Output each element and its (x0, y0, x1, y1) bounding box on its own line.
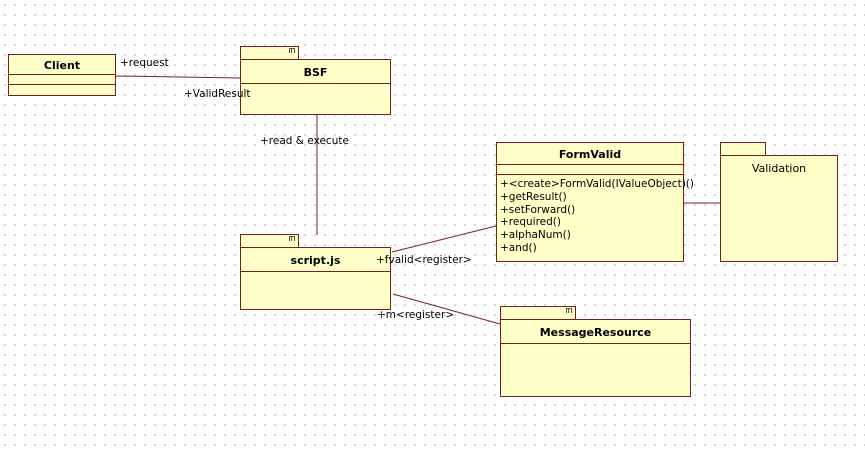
operation-alphanum: +alphaNum() (500, 229, 571, 242)
client-class-name: Client (43, 59, 81, 72)
messageresource-package-tab (500, 306, 576, 320)
role-label-validresult: +ValidResult (184, 88, 251, 100)
formvalid-class-name: FormValid (558, 148, 622, 161)
script-package-name: script.js (290, 254, 341, 267)
association-client-bsf[interactable] (115, 75, 241, 79)
operation-getresult: +getResult() (500, 190, 567, 203)
script-package-tab (240, 234, 299, 248)
role-label-request: +request (120, 57, 169, 69)
script-package[interactable]: script.js (240, 247, 391, 310)
client-divider-2 (9, 84, 115, 85)
subsystem-icon (289, 48, 295, 53)
role-label-read-execute: +read & execute (260, 135, 349, 147)
messageresource-package[interactable]: MessageResource (500, 319, 691, 397)
operation-create: +<create>FormValid(IValueObject)() (500, 178, 694, 190)
script-divider (241, 271, 390, 272)
role-label-m-register: +m<register> (377, 309, 455, 321)
operation-setforward: +setForward() (500, 203, 576, 216)
subsystem-icon (289, 236, 295, 241)
formvalid-class[interactable]: FormValid +<create>FormValid(IValueObjec… (496, 142, 694, 262)
formvalid-divider-2 (497, 174, 683, 175)
bsf-package-tab (240, 46, 299, 60)
operation-and: +and() (500, 241, 537, 254)
messageresource-package-name: MessageResource (539, 326, 652, 339)
association-script-formvalid[interactable] (391, 225, 497, 253)
operation-required: +required() (500, 216, 561, 229)
client-divider-1 (9, 74, 115, 75)
validation-package-name: Validation (751, 162, 807, 175)
validation-package-tab (720, 142, 766, 156)
bsf-package[interactable]: BSF (240, 59, 391, 115)
messageresource-divider (501, 343, 690, 344)
validation-package[interactable]: Validation (720, 155, 838, 262)
formvalid-divider-1 (497, 164, 683, 165)
bsf-divider (241, 83, 390, 84)
bsf-package-name: BSF (303, 66, 328, 79)
role-label-fvalid: +fvalid<register> (376, 254, 472, 266)
client-class[interactable]: Client (8, 54, 116, 96)
subsystem-icon (566, 308, 572, 313)
formvalid-operations: +<create>FormValid(IValueObject)() +getR… (500, 178, 694, 255)
association-script-messageresource[interactable] (392, 293, 501, 325)
